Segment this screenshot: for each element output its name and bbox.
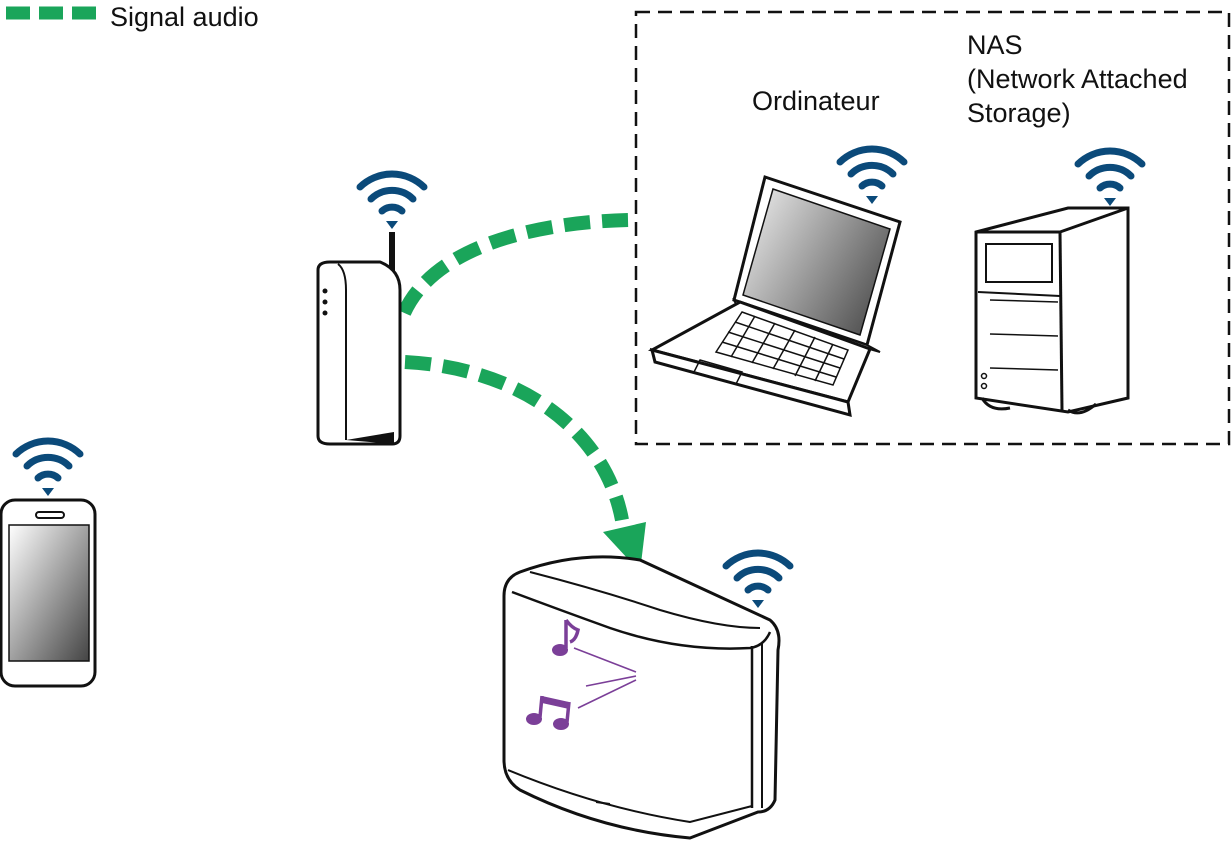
laptop <box>647 175 902 418</box>
local-network-box <box>634 10 1231 446</box>
router-wifi-icon <box>360 174 424 229</box>
computer-label: Ordinateur <box>752 86 880 116</box>
legend-label: Signal audio <box>110 2 259 32</box>
nas-wifi-icon <box>1078 151 1142 206</box>
nas-label-line: Storage) <box>967 98 1071 128</box>
signal-path-computer-router <box>395 213 629 321</box>
nas-server <box>974 206 1130 415</box>
laptop-wifi-icon <box>840 149 904 204</box>
music-notes-icon <box>526 695 571 730</box>
music-note-icon <box>552 618 581 656</box>
nas-label: NAS (Network Attached Storage) <box>967 28 1188 130</box>
smartphone-wifi-icon <box>16 441 80 496</box>
nas-label-line: (Network Attached <box>967 64 1188 94</box>
signal-path-router-speaker <box>404 355 629 522</box>
router <box>316 232 402 446</box>
sound-lines <box>573 647 637 709</box>
nas-label-line: NAS <box>967 30 1023 60</box>
smartphone <box>0 498 97 688</box>
speaker-wifi-icon <box>726 553 790 608</box>
